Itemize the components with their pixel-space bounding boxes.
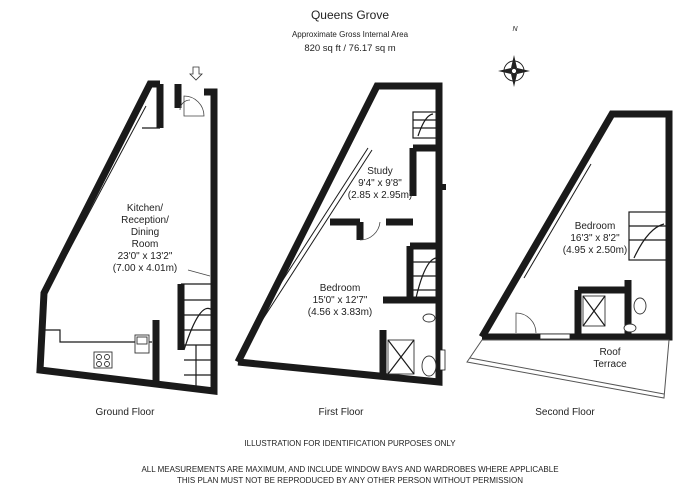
first-floor-plan	[234, 82, 446, 386]
ensuite-toilet-icon	[633, 297, 647, 315]
first-floor-window-inner	[260, 149, 373, 323]
first-floor-door-swing	[359, 221, 381, 241]
roof-terrace-outline	[466, 339, 670, 399]
cupboard-door	[187, 269, 211, 277]
hall-door-swing	[179, 99, 191, 111]
first-floor-window	[256, 147, 369, 321]
room-label-second-floor-bedroom: Bedroom 16'3" x 8'2" (4.95 x 2.50m)	[562, 221, 628, 256]
kitchen-counter	[44, 329, 152, 343]
roof-terrace-edge	[469, 357, 665, 395]
plan-title: Queens Grove	[310, 8, 390, 22]
first-floor-outer-wall	[234, 82, 443, 386]
ensuite-basin-icon	[623, 323, 637, 333]
area-label: Approximate Gross Internal Area	[291, 30, 409, 39]
compass-north-label: N	[512, 26, 518, 33]
ground-floor-plan	[36, 80, 218, 395]
basin-icon	[422, 313, 436, 323]
second-floor-outer-wall	[478, 110, 673, 341]
toilet-icon	[421, 355, 437, 377]
room-label-kitchen-reception: Kitchen/ Reception/ Dining Room 23'0" x …	[112, 203, 178, 274]
room-label-first-floor-bedroom: Bedroom 15'0" x 12'7" (4.56 x 3.83m)	[307, 283, 373, 318]
first-floor-stairs	[413, 257, 438, 299]
first-floor-stair-top	[412, 111, 438, 139]
wall-marker	[440, 184, 446, 190]
entrance-arrow-icon	[189, 66, 203, 81]
room-label-roof-terrace: Roof Terrace	[593, 347, 627, 370]
bathroom-window	[439, 349, 446, 371]
disclaimer: ILLUSTRATION FOR IDENTIFICATION PURPOSES…	[244, 439, 456, 448]
floor-name-first: First Floor	[318, 407, 364, 418]
footer-note-measurements: ALL MEASUREMENTS ARE MAXIMUM, AND INCLUD…	[141, 465, 559, 474]
second-floor-plan	[466, 110, 673, 399]
ground-floor-outer-wall	[36, 80, 218, 395]
ground-floor-stairs	[183, 299, 213, 388]
entrance-door-swing	[183, 95, 205, 117]
floor-name-second: Second Floor	[535, 407, 595, 418]
compass-rose-icon	[498, 55, 530, 87]
second-floor-stair-well	[628, 211, 668, 261]
footer-note-copyright: THIS PLAN MUST NOT BE REPRODUCED BY ANY …	[177, 476, 523, 485]
terrace-door-swing	[515, 312, 537, 334]
ground-floor-window	[62, 103, 143, 253]
terrace-window	[539, 333, 571, 340]
floor-name-ground: Ground Floor	[95, 407, 155, 418]
second-floor-window	[519, 161, 588, 277]
ground-floor-window-inner	[66, 105, 147, 255]
second-floor-window-inner	[523, 163, 592, 279]
room-label-study: Study 9'4" x 9'8" (2.85 x 2.95m)	[347, 166, 413, 201]
area-value: 820 sq ft / 76.17 sq m	[304, 43, 396, 54]
second-floor-stairs	[629, 223, 667, 259]
